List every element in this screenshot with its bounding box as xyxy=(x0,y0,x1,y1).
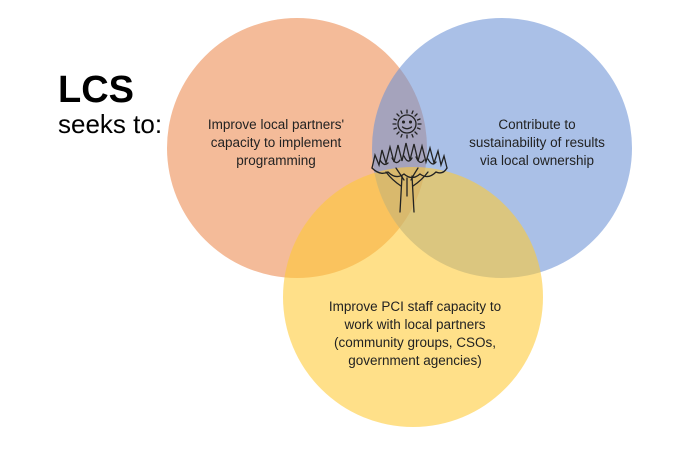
circle-right-line-2: sustainability of results xyxy=(469,135,605,150)
circle-right-line-3: via local ownership xyxy=(479,153,595,168)
title-sub: seeks to: xyxy=(58,109,163,139)
circle-left-line-2: capacity to implement xyxy=(210,135,342,150)
circle-bottom-line-2: work with local partners xyxy=(344,317,486,332)
sun-and-tree-icon xyxy=(371,109,448,213)
circle-right-text: Contribute to sustainability of results … xyxy=(462,116,612,170)
circle-bottom xyxy=(283,167,543,427)
circle-left-line-1: Improve local partners' xyxy=(207,117,345,132)
title-block: LCS seeks to: xyxy=(58,70,162,138)
circle-bottom-text: Improve PCI staff capacity to work with … xyxy=(320,298,510,370)
circle-right-line-1: Contribute to xyxy=(498,117,576,132)
title-main: LCS xyxy=(58,69,134,111)
circle-bottom-line-1: Improve PCI staff capacity to xyxy=(328,299,502,314)
circle-left-line-3: programming xyxy=(236,153,316,168)
circle-bottom-line-4: government agencies) xyxy=(348,353,482,368)
circle-bottom-line-3: (community groups, CSOs, xyxy=(333,335,497,350)
circle-left-text: Improve local partners' capacity to impl… xyxy=(196,116,356,170)
